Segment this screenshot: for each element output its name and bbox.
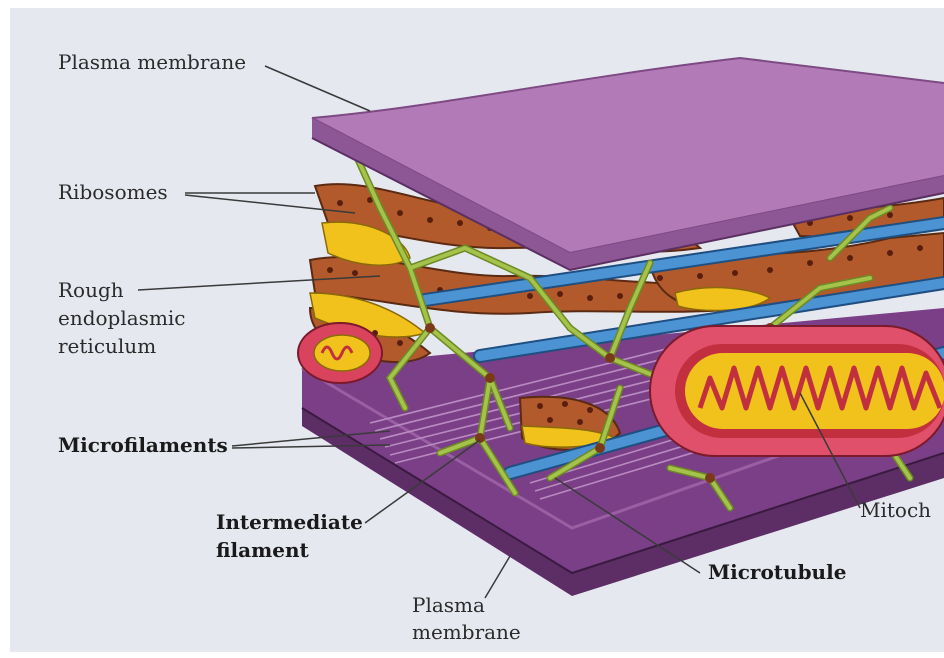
label-plasma-membrane-top: Plasma membrane: [58, 50, 246, 75]
label-plasma-membrane-bottom-line1: Plasma: [412, 593, 485, 618]
label-plasma-membrane-bottom-line2: membrane: [412, 620, 521, 645]
label-microtubule: Microtubule: [708, 560, 846, 585]
label-mitochondrion: Mitoch: [860, 498, 931, 523]
label-intermediate-line1: Intermediate: [216, 510, 363, 535]
diagram-canvas: Plasma membrane Ribosomes Rough endoplas…: [10, 8, 944, 652]
label-ribosomes: Ribosomes: [58, 180, 168, 205]
label-microfilaments: Microfilaments: [58, 433, 228, 458]
large-mitochondrion: [650, 326, 944, 456]
small-mitochondrion: [298, 323, 382, 383]
label-intermediate-line2: filament: [216, 538, 309, 563]
label-rer-line1: Rough: [58, 278, 124, 303]
label-rer-line2: endoplasmic: [58, 306, 186, 331]
label-rer-line3: reticulum: [58, 334, 156, 359]
